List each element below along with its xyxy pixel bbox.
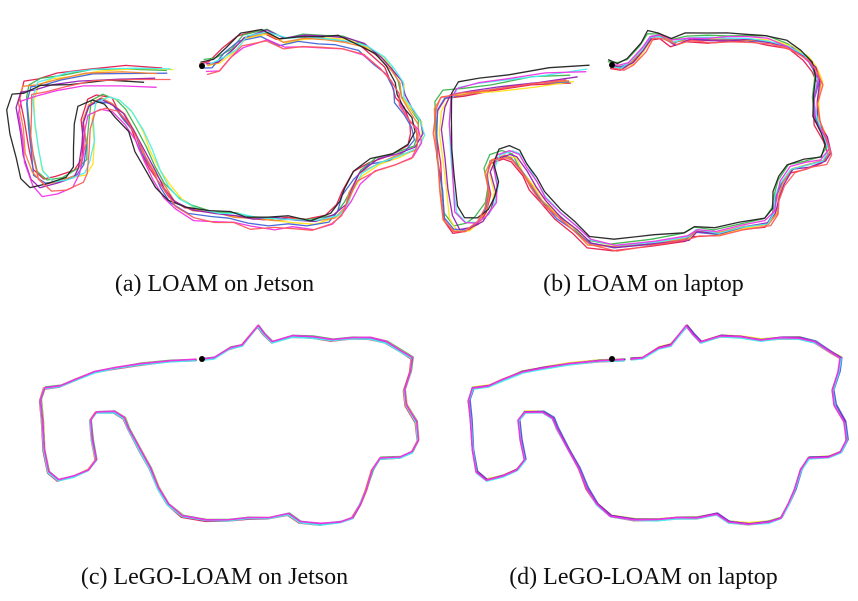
- caption-loam-jetson: (a) LOAM on Jetson: [114, 271, 315, 297]
- trajectory-run: [467, 325, 847, 526]
- trajectory-run: [39, 325, 419, 525]
- trajectory-run: [32, 31, 426, 222]
- trajectory-run: [468, 324, 848, 525]
- trajectory-run: [467, 325, 848, 526]
- trajectory-run: [468, 324, 848, 524]
- trajectory-run: [33, 33, 423, 225]
- trajectory-run: [39, 324, 420, 525]
- panel-lego-loam-jetson: (c) LeGO-LOAM on Jetson: [0, 300, 429, 601]
- trajectory-run: [448, 35, 830, 247]
- trajectory-run: [39, 324, 420, 525]
- start-point-marker: [199, 356, 205, 362]
- caption-lego-loam-laptop: (d) LeGO-LOAM on laptop: [509, 564, 778, 590]
- trajectory-run: [6, 28, 416, 222]
- trajectory-run: [40, 324, 420, 525]
- trajectory-run: [436, 35, 831, 249]
- trajectory-run: [39, 325, 420, 525]
- start-point-marker: [199, 63, 205, 69]
- trajectory-plot-lego-loam-laptop: [467, 324, 849, 526]
- trajectory-run: [434, 33, 828, 245]
- trajectory-run: [468, 324, 848, 525]
- trajectory-run: [30, 40, 418, 231]
- caption-lego-loam-jetson: (c) LeGO-LOAM on Jetson: [80, 564, 349, 590]
- caption-loam-laptop: (b) LOAM on laptop: [543, 271, 744, 297]
- panel-loam-jetson: (a) LOAM on Jetson: [0, 0, 429, 300]
- trajectory-run: [467, 324, 848, 526]
- trajectory-run: [450, 29, 826, 240]
- trajectory-run: [39, 325, 419, 526]
- trajectory-run: [17, 39, 423, 231]
- trajectory-run: [469, 325, 849, 525]
- trajectory-plot-loam-laptop: [432, 29, 833, 252]
- trajectory-plot-lego-loam-jetson: [38, 324, 420, 526]
- start-point-marker: [609, 356, 615, 362]
- trajectory-run: [468, 325, 848, 526]
- trajectory-run: [432, 37, 833, 252]
- trajectory-run: [39, 324, 420, 525]
- panel-lego-loam-laptop: (d) LeGO-LOAM on laptop: [429, 300, 858, 601]
- trajectory-plot-loam-jetson: [6, 28, 426, 231]
- trajectory-run: [448, 34, 831, 246]
- start-point-marker: [609, 62, 615, 68]
- trajectory-run: [38, 326, 419, 526]
- trajectory-run: [26, 35, 416, 227]
- panel-loam-laptop: (b) LOAM on laptop: [429, 0, 858, 300]
- trajectory-run: [438, 35, 831, 248]
- trajectory-run: [440, 35, 832, 249]
